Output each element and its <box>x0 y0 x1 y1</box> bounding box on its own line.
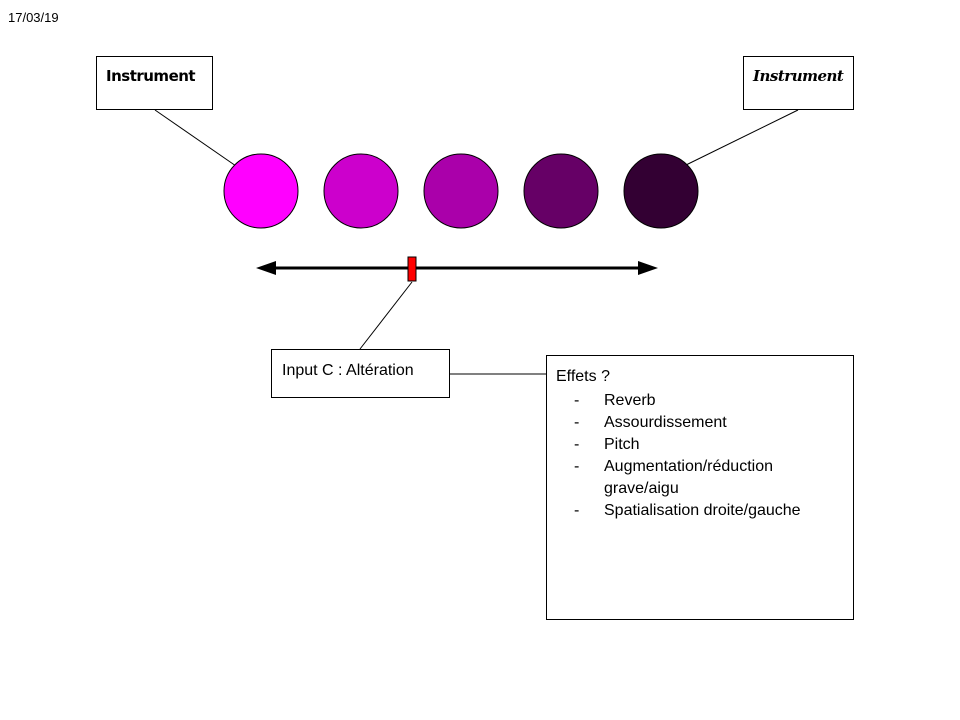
circle-2 <box>323 153 399 229</box>
effects-item-pitch: Pitch <box>547 434 844 456</box>
circle-3 <box>423 153 499 229</box>
circle-1 <box>223 153 299 229</box>
date-label: 17/03/19 <box>8 10 59 25</box>
slider-marker[interactable] <box>407 256 417 282</box>
effects-item-augmentation: Augmentation/réduction grave/aigu <box>547 456 844 500</box>
connector-right-instrument <box>685 109 799 166</box>
effects-item-reverb: Reverb <box>547 390 844 412</box>
instrument-right-label: Instrument <box>753 67 844 85</box>
effects-item-assourdissement: Assourdissement <box>547 412 844 434</box>
input-c-box: Input C : Altération <box>271 349 450 398</box>
arrow-left-icon <box>256 261 276 275</box>
circle-5 <box>623 153 699 229</box>
instrument-right-box: Instrument <box>743 56 854 110</box>
instrument-left-label: Instrument <box>106 67 196 85</box>
circle-4 <box>523 153 599 229</box>
connector-slider-input <box>359 281 413 350</box>
input-c-label: Input C : Altération <box>282 362 414 379</box>
instrument-left-box: Instrument <box>96 56 213 110</box>
effects-item-spatialisation: Spatialisation droite/gauche <box>547 500 844 522</box>
effects-list: Reverb Assourdissement Pitch Augmentatio… <box>547 390 844 522</box>
effects-box: Effets ? Reverb Assourdissement Pitch Au… <box>546 355 854 620</box>
effects-title: Effets ? <box>556 368 610 385</box>
connector-left-instrument <box>154 109 237 167</box>
arrow-right-icon <box>638 261 658 275</box>
